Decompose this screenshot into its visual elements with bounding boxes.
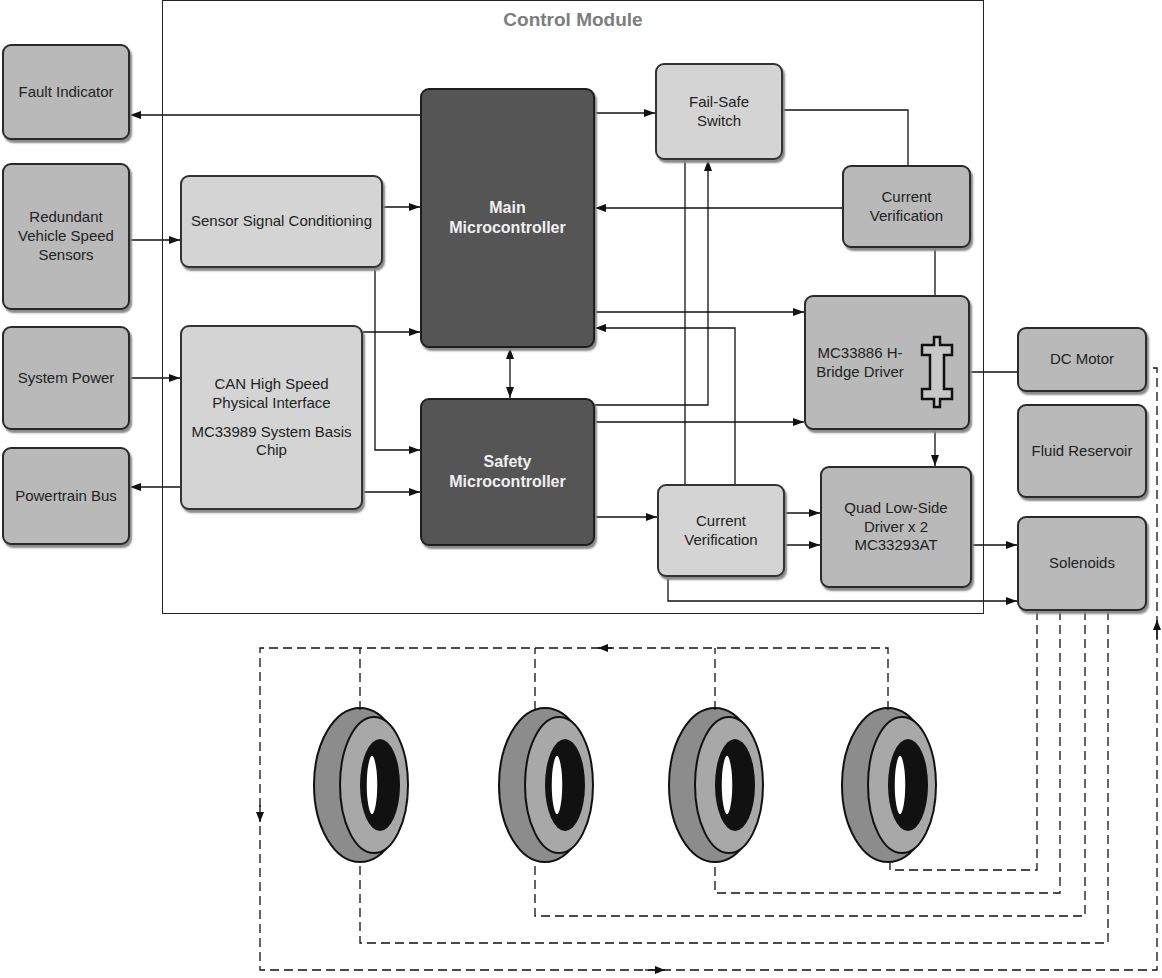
node-sublabel: MC33989 System Basis Chip xyxy=(190,423,353,461)
node-label: Safety Microcontroller xyxy=(430,452,585,492)
node-label: Fluid Reservoir xyxy=(1032,442,1133,461)
node-label: DC Motor xyxy=(1050,350,1114,369)
signal-connector xyxy=(684,160,685,484)
signal-connector xyxy=(130,239,180,240)
signal-connector xyxy=(130,486,180,487)
signal-connector xyxy=(130,377,180,378)
node-label: CAN High Speed Physical Interface xyxy=(190,375,353,413)
controller-box: Main Microcontroller xyxy=(420,88,595,348)
process-box: Sensor Signal Conditioning xyxy=(180,175,383,268)
signal-connector xyxy=(595,328,735,484)
signal-connector xyxy=(595,160,708,405)
signal-connector xyxy=(595,421,804,422)
external-block: Redundant Vehicle Speed Sensors xyxy=(2,163,130,310)
node-label: Sensor Signal Conditioning xyxy=(191,212,372,231)
signal-connector xyxy=(363,491,420,492)
driver-box: Quad Low-Side Driver x 2 MC33293AT xyxy=(820,466,972,588)
node-label: Control Module xyxy=(163,9,983,31)
signal-connector xyxy=(363,331,420,332)
actuator-block: Solenoids xyxy=(1017,516,1147,611)
signal-connector xyxy=(595,112,655,113)
external-block: System Power xyxy=(2,326,130,430)
signal-connector xyxy=(785,544,820,545)
module-housing: Control ModuleSensor Signal Conditioning… xyxy=(162,0,984,614)
signal-connector xyxy=(375,268,420,450)
process-box: Current Verification xyxy=(657,484,785,577)
signal-connector xyxy=(783,110,908,165)
node-label: Current Verification xyxy=(667,512,775,550)
signal-connector xyxy=(383,206,420,207)
flow-arrow xyxy=(260,620,1157,970)
signal-connector xyxy=(934,248,935,295)
external-block: Powertrain Bus xyxy=(2,447,130,545)
external-block: Fault Indicator xyxy=(2,44,130,140)
node-label: MC33886 H-Bridge Driver xyxy=(814,344,906,382)
signal-connector xyxy=(130,114,420,115)
process-box: Fail-Safe Switch xyxy=(655,63,783,160)
node-label: Current Verification xyxy=(852,188,961,226)
signal-connector xyxy=(595,516,657,517)
node-label: Redundant Vehicle Speed Sensors xyxy=(12,208,120,264)
signal-connector xyxy=(595,311,804,312)
driver-box: MC33886 H-Bridge Driver xyxy=(804,295,970,430)
process-box: CAN High Speed Physical InterfaceMC33989… xyxy=(180,325,363,510)
process-box: Current Verification xyxy=(842,165,971,248)
actuator-block: DC Motor xyxy=(1017,327,1147,392)
h-bridge-symbol xyxy=(912,327,962,417)
wheel xyxy=(314,708,936,862)
signal-connector xyxy=(595,207,842,208)
signal-connector xyxy=(970,371,1017,372)
node-label: Quad Low-Side Driver x 2 MC33293AT xyxy=(830,499,962,555)
signal-connector xyxy=(972,544,1017,545)
node-label: Main Microcontroller xyxy=(430,198,585,238)
node-label: Fail-Safe Switch xyxy=(665,93,773,131)
actuator-block: Fluid Reservoir xyxy=(1017,404,1147,498)
signal-connector xyxy=(509,348,510,398)
hydraulic-line xyxy=(260,368,1157,970)
node-label: Solenoids xyxy=(1049,554,1115,573)
node-label: Powertrain Bus xyxy=(15,487,117,506)
signal-connector xyxy=(934,430,935,466)
controller-box: Safety Microcontroller xyxy=(420,398,595,546)
node-label: Fault Indicator xyxy=(18,83,113,102)
node-label: System Power xyxy=(18,369,115,388)
signal-connector xyxy=(785,512,820,513)
